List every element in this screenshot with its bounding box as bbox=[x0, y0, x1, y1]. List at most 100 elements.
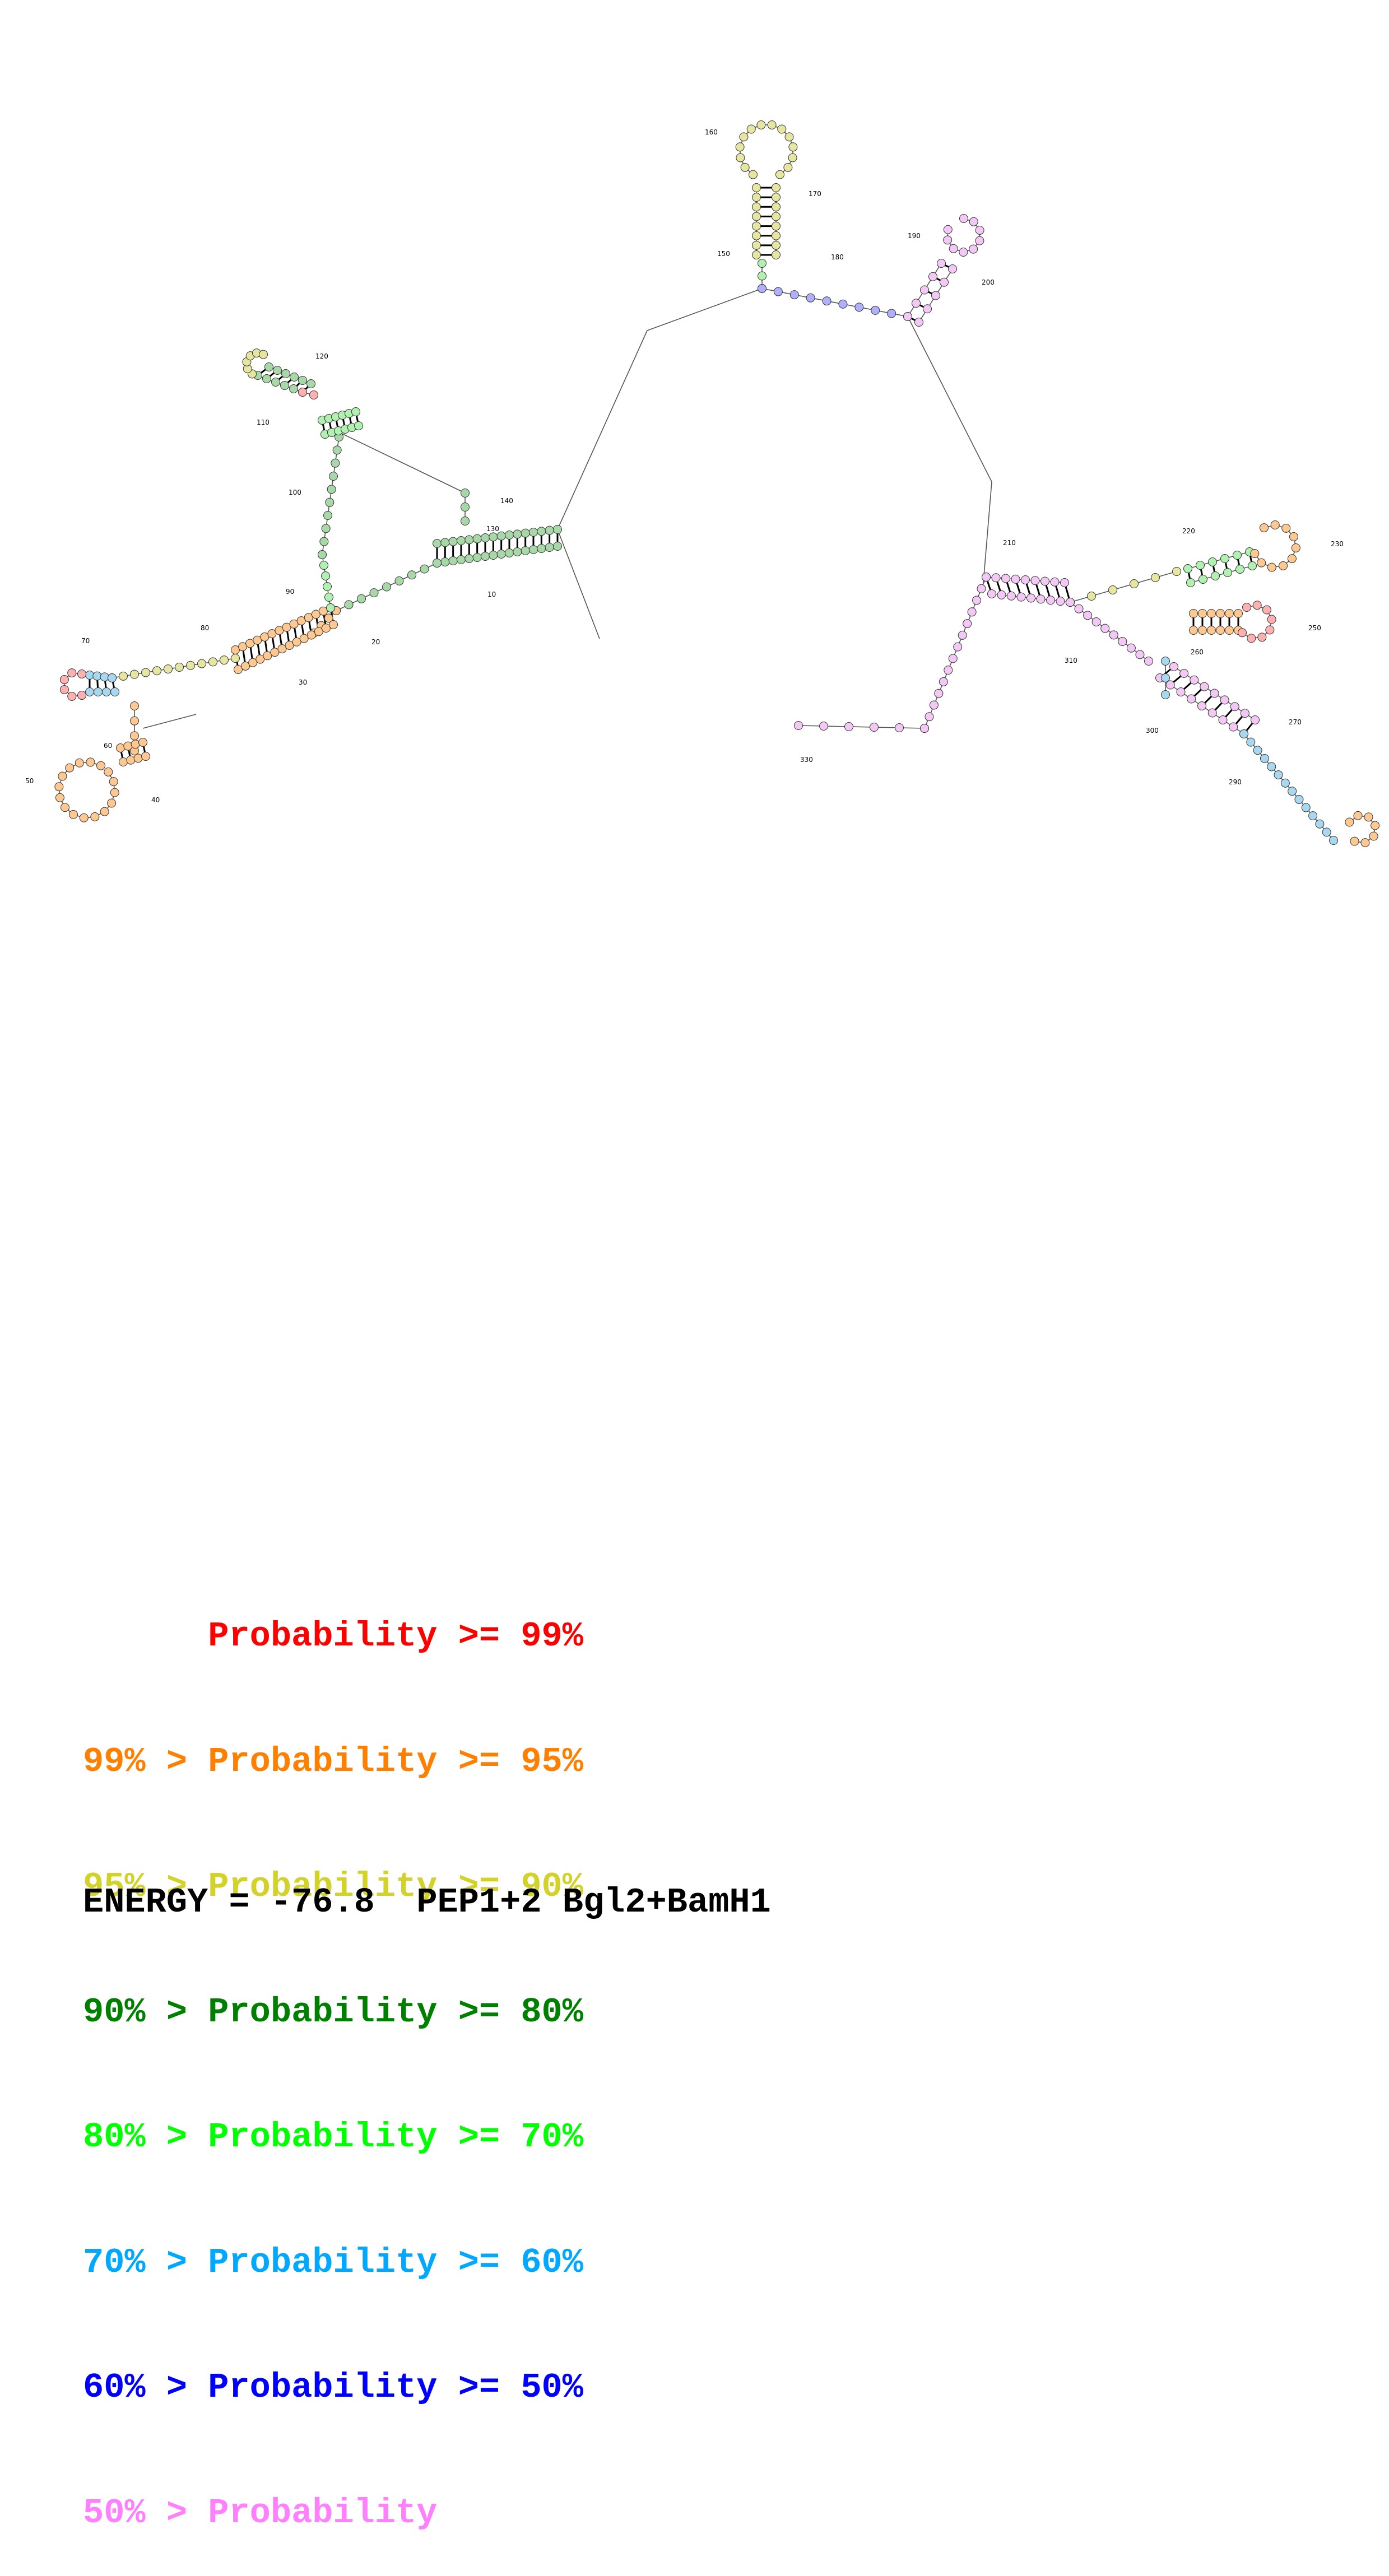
nucleotide bbox=[1162, 657, 1170, 666]
nucleotide bbox=[1118, 638, 1127, 646]
nucleotide bbox=[1088, 592, 1096, 601]
nucleotide bbox=[1056, 597, 1065, 606]
nucleotide bbox=[1162, 691, 1170, 699]
nucleotide bbox=[904, 313, 912, 321]
nucleotide bbox=[1187, 695, 1196, 703]
nucleotide bbox=[949, 244, 958, 253]
nucleotide bbox=[776, 170, 784, 179]
nucleotide bbox=[774, 287, 782, 296]
nucleotide bbox=[1136, 650, 1144, 659]
nucleotide bbox=[752, 212, 761, 221]
nucleotide bbox=[529, 528, 538, 537]
position-label: 220 bbox=[1182, 527, 1195, 535]
nucleotide bbox=[139, 738, 147, 747]
nucleotide bbox=[1241, 709, 1249, 718]
nucleotide bbox=[68, 692, 76, 700]
nucleotide bbox=[939, 677, 947, 686]
nucleotide bbox=[1288, 555, 1296, 563]
nucleotide bbox=[272, 378, 280, 387]
nucleotide bbox=[1031, 576, 1039, 585]
nucleotide bbox=[772, 231, 781, 240]
backbone-lines bbox=[59, 125, 1375, 843]
nucleotide bbox=[752, 203, 761, 211]
position-label: 260 bbox=[1191, 648, 1204, 656]
position-label: 120 bbox=[315, 352, 328, 360]
nucleotide bbox=[871, 306, 880, 314]
nucleotide bbox=[752, 231, 761, 240]
nucleotide bbox=[772, 251, 781, 259]
nucleotide bbox=[1216, 610, 1225, 618]
nucleotide bbox=[1238, 629, 1247, 637]
nucleotide bbox=[545, 526, 554, 534]
nucleotide bbox=[325, 593, 333, 602]
nucleotide bbox=[383, 583, 391, 591]
nucleotide bbox=[299, 388, 307, 397]
nucleotide bbox=[1051, 578, 1059, 586]
nucleotide bbox=[1292, 543, 1300, 552]
nucleotide bbox=[1130, 580, 1139, 588]
nucleotide bbox=[100, 673, 109, 681]
nucleotide bbox=[1316, 820, 1324, 828]
nucleotide bbox=[1075, 605, 1083, 613]
nucleotide bbox=[1260, 754, 1269, 762]
nucleotide bbox=[1236, 565, 1244, 574]
nucleotide bbox=[449, 537, 457, 546]
backbone-segment bbox=[558, 529, 600, 639]
nucleotide bbox=[1258, 633, 1266, 641]
nucleotide bbox=[1225, 610, 1234, 618]
nucleotide bbox=[273, 366, 282, 375]
nucleotide bbox=[912, 299, 921, 308]
nucleotide bbox=[131, 717, 139, 725]
nucleotide bbox=[758, 285, 766, 293]
nucleotide bbox=[1066, 598, 1075, 607]
nucleotide bbox=[537, 545, 546, 553]
nucleotide bbox=[1092, 618, 1100, 626]
nucleotide bbox=[1109, 631, 1118, 639]
nucleotide bbox=[1198, 702, 1206, 710]
nucleotide bbox=[1350, 837, 1359, 845]
nucleotide bbox=[790, 291, 798, 299]
nucleotide bbox=[94, 688, 103, 696]
nucleotide bbox=[1047, 596, 1055, 605]
nucleotide bbox=[968, 608, 976, 616]
nucleotide bbox=[505, 531, 514, 540]
nucleotide bbox=[142, 752, 150, 761]
nucleotide bbox=[1234, 610, 1243, 618]
nucleotide bbox=[61, 803, 69, 812]
nucleotide bbox=[1262, 606, 1271, 614]
nucleotide bbox=[1248, 562, 1257, 570]
nucleotide bbox=[93, 672, 101, 680]
nucleotide bbox=[1224, 569, 1232, 577]
position-label: 10 bbox=[487, 590, 496, 598]
nucleotide bbox=[357, 594, 366, 603]
nucleotide bbox=[78, 669, 86, 678]
legend-row: 80% > Probability >= 70% bbox=[83, 2117, 583, 2159]
nucleotide bbox=[1180, 669, 1188, 677]
nucleotide bbox=[1220, 696, 1229, 704]
nucleotide bbox=[788, 154, 797, 162]
nucleotide bbox=[1219, 716, 1227, 724]
nucleotide bbox=[395, 576, 403, 585]
nucleotide bbox=[1282, 524, 1290, 532]
nucleotide bbox=[1041, 577, 1049, 585]
nucleotide bbox=[461, 517, 470, 526]
position-label: 310 bbox=[1065, 657, 1077, 664]
nucleotide bbox=[320, 561, 328, 570]
nucleotide bbox=[1330, 836, 1338, 845]
nucleotide bbox=[86, 671, 94, 680]
nucleotide bbox=[100, 807, 109, 816]
nucleotide bbox=[973, 596, 981, 605]
position-label: 30 bbox=[299, 678, 307, 686]
nucleotide bbox=[104, 768, 113, 776]
nucleotide bbox=[259, 350, 268, 359]
nucleotide bbox=[975, 236, 984, 245]
nucleotide bbox=[1279, 561, 1288, 570]
nucleotide bbox=[930, 701, 938, 709]
nucleotide bbox=[131, 740, 140, 748]
nucleotide bbox=[326, 498, 334, 506]
legend-prefix: 80% > bbox=[83, 2117, 208, 2157]
nucleotide bbox=[1208, 709, 1216, 717]
backbone-segment bbox=[983, 482, 992, 583]
position-label: 100 bbox=[289, 489, 301, 496]
nucleotide bbox=[1166, 681, 1174, 689]
